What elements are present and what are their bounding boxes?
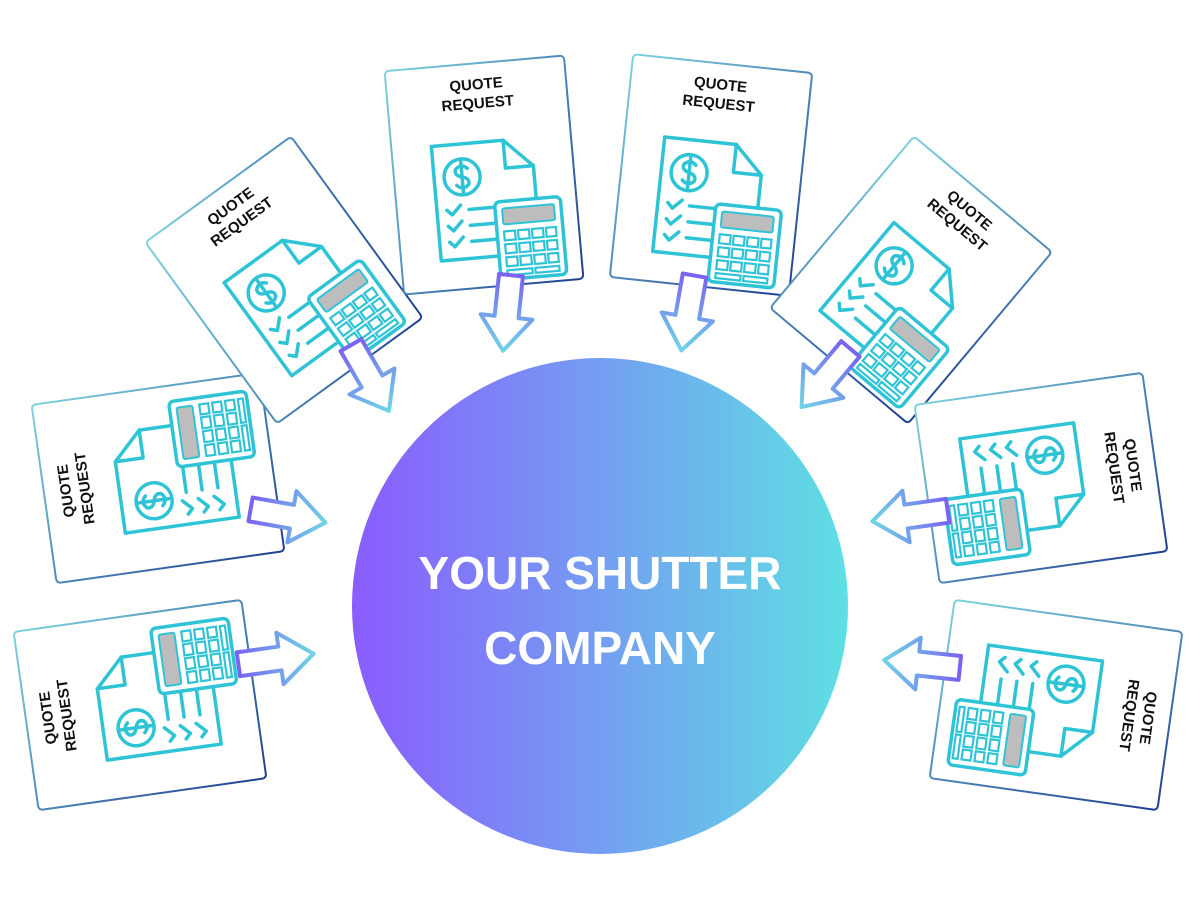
quote-document-icon xyxy=(942,421,1086,567)
quote-document-icon xyxy=(650,135,783,290)
inbound-arrow-icon xyxy=(799,339,862,410)
dollar-icon xyxy=(116,708,156,748)
quote-document-icon xyxy=(222,238,406,378)
company-circle xyxy=(352,358,848,854)
card-title-request: REQUEST xyxy=(441,92,515,115)
inbound-arrow-icon xyxy=(659,271,715,353)
checklist-icon xyxy=(972,440,1021,516)
quote-document-icon xyxy=(946,643,1105,777)
inbound-arrow-icon xyxy=(246,489,328,545)
dollar-icon xyxy=(669,152,709,193)
calculator-icon xyxy=(946,698,1036,777)
checklist-icon xyxy=(662,198,738,245)
calculator-icon xyxy=(493,195,569,282)
card-title-quote: QUOTE xyxy=(693,74,748,96)
card-title-quote: QUOTE xyxy=(449,74,504,96)
quote-document-icon xyxy=(113,389,257,535)
inbound-arrow-icon xyxy=(478,271,535,353)
calculator-icon xyxy=(849,306,950,409)
dollar-icon xyxy=(1046,664,1086,704)
dollar-icon xyxy=(246,273,286,313)
company-name-line-2: COMPANY xyxy=(484,622,716,674)
quote-request-card-middle-right: QUOTE REQUEST xyxy=(914,372,1168,584)
calculator-icon xyxy=(167,389,257,469)
calculator-icon xyxy=(307,259,406,361)
quote-document-icon xyxy=(429,138,569,282)
company-name-line-1: YOUR SHUTTER xyxy=(419,547,782,599)
quote-request-card-top-right: QUOTE REQUEST xyxy=(609,53,813,297)
calculator-icon xyxy=(706,202,783,290)
quote-request-card-top-left: QUOTE REQUEST xyxy=(383,54,585,296)
calculator-icon xyxy=(149,616,239,696)
dollar-icon xyxy=(134,481,174,521)
inbound-arrow-icon xyxy=(870,488,952,545)
quote-request-card-bottom-right: QUOTE REQUEST xyxy=(929,599,1183,811)
quote-request-card-middle-left: QUOTE REQUEST xyxy=(31,372,285,584)
quote-request-card-bottom-left: QUOTE REQUEST xyxy=(13,599,267,811)
inbound-arrow-icon xyxy=(338,337,397,413)
dollar-icon xyxy=(874,246,914,286)
inbound-arrow-icon xyxy=(882,635,964,692)
quote-document-icon xyxy=(818,220,955,409)
quote-document-icon xyxy=(95,616,239,762)
calculator-icon xyxy=(942,487,1032,567)
dollar-icon xyxy=(1025,435,1065,475)
inbound-arrow-icon xyxy=(234,630,316,687)
dollar-icon xyxy=(442,157,482,197)
